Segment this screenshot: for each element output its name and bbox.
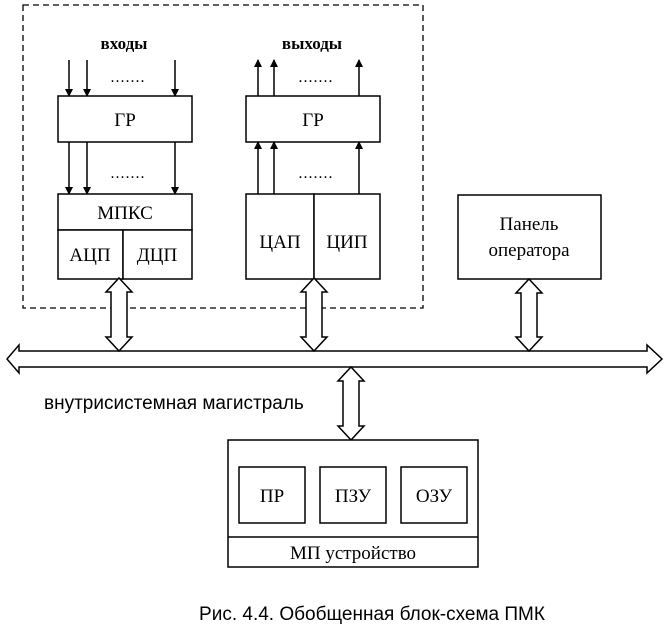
input-arrows-top bbox=[65, 60, 179, 97]
gr-right-label: ГР bbox=[302, 110, 324, 131]
adc-bus-link bbox=[104, 276, 134, 353]
inputs-label: входы bbox=[101, 34, 148, 53]
ozu-box bbox=[400, 466, 468, 524]
input-dots-bottom: ....... bbox=[111, 165, 146, 182]
operator-panel-line2: оператора bbox=[488, 240, 570, 261]
dac-label: ЦАП bbox=[259, 232, 300, 253]
gr-right-box bbox=[245, 95, 381, 143]
output-dots-bottom: ....... bbox=[299, 165, 334, 182]
dac-box bbox=[245, 193, 315, 280]
cip-label: ЦИП bbox=[326, 232, 367, 253]
pzu-label: ПЗУ bbox=[335, 486, 372, 507]
operator-panel-box bbox=[457, 194, 602, 280]
outputs-label: выходы bbox=[282, 34, 342, 53]
bus-label: внутрисистемная магистраль bbox=[44, 393, 304, 414]
dac-bus-link bbox=[299, 276, 329, 353]
pzu-box bbox=[319, 466, 387, 524]
adc-box bbox=[57, 229, 124, 280]
mpks-box bbox=[57, 193, 193, 231]
mp-device-label: МП устройство bbox=[290, 543, 416, 564]
input-dots-top: ....... bbox=[111, 69, 146, 86]
output-arrows-top bbox=[254, 59, 363, 96]
mp-bus-link bbox=[336, 365, 366, 442]
gr-left-label: ГР bbox=[114, 110, 136, 131]
pr-box bbox=[238, 466, 306, 524]
pr-label: ПР bbox=[260, 486, 284, 507]
mpks-label: МПКС bbox=[97, 203, 153, 224]
output-dots-top: ....... bbox=[299, 69, 334, 86]
ozu-label: ОЗУ bbox=[416, 486, 453, 507]
operator-panel-line1: Панель bbox=[500, 214, 559, 235]
io-module-dashed-frame bbox=[22, 4, 424, 309]
adc-label: АЦП bbox=[69, 245, 110, 266]
gr-left-box bbox=[57, 95, 193, 143]
dcp-box bbox=[122, 229, 193, 280]
panel-bus-link bbox=[514, 277, 544, 353]
figure-caption: Рис. 4.4. Обобщенная блок-схема ПМК bbox=[199, 604, 545, 625]
input-arrows-bottom bbox=[65, 142, 179, 195]
output-arrows-bottom bbox=[254, 141, 363, 194]
dcp-label: ДЦП bbox=[137, 245, 178, 266]
system-bus bbox=[6, 342, 664, 376]
cip-box bbox=[313, 193, 381, 280]
